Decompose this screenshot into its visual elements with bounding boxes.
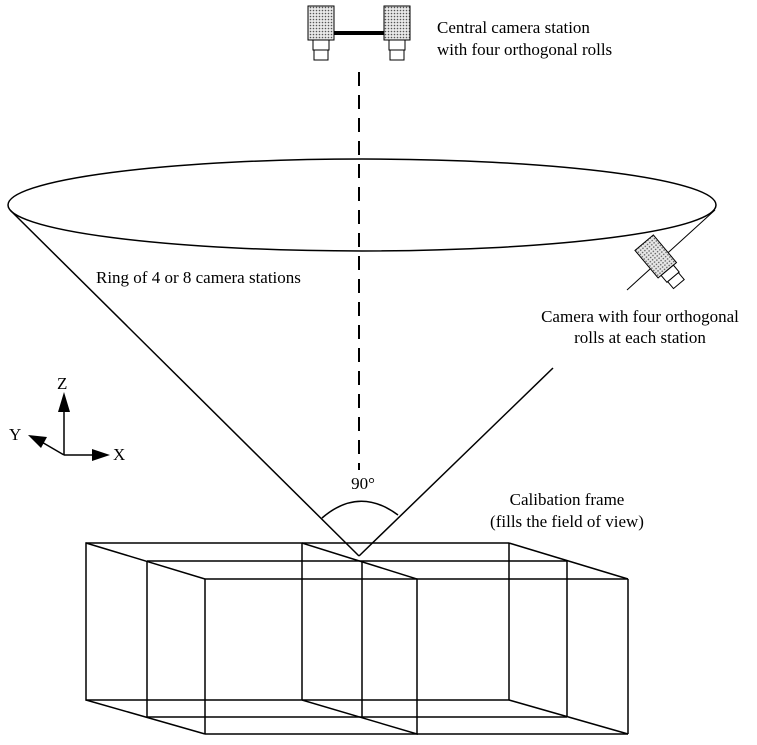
ring-label: Ring of 4 or 8 camera stations <box>96 268 301 287</box>
cone-right-line <box>358 367 554 557</box>
y-axis-label: Y <box>9 425 21 444</box>
z-arrow-icon <box>58 392 70 412</box>
axis-triad <box>28 392 110 461</box>
z-axis-label: Z <box>57 374 67 393</box>
y-arrow-icon <box>28 435 47 448</box>
central-camera-label-line2: with four orthogonal rolls <box>437 40 612 59</box>
camera-roll-label-line2: rolls at each station <box>574 328 706 347</box>
frame-label-line2: (fills the field of view) <box>490 512 644 531</box>
x-axis-label: X <box>113 445 125 464</box>
calibration-frame-wireframe <box>85 542 629 736</box>
central-camera-station-icon <box>307 5 411 61</box>
angle-label: 90° <box>351 474 375 493</box>
camera-roll-label-line1: Camera with four orthogonal <box>541 307 739 326</box>
central-camera-label-line1: Central camera station <box>437 18 590 37</box>
cone-left-line <box>9 209 360 557</box>
ring-camera-icon <box>634 234 685 290</box>
angle-arc <box>321 500 399 519</box>
frame-label-line1: Calibation frame <box>510 490 625 509</box>
camera-ring-ellipse <box>7 158 717 252</box>
cone-right-upper-line <box>626 209 716 291</box>
x-arrow-icon <box>92 449 110 461</box>
